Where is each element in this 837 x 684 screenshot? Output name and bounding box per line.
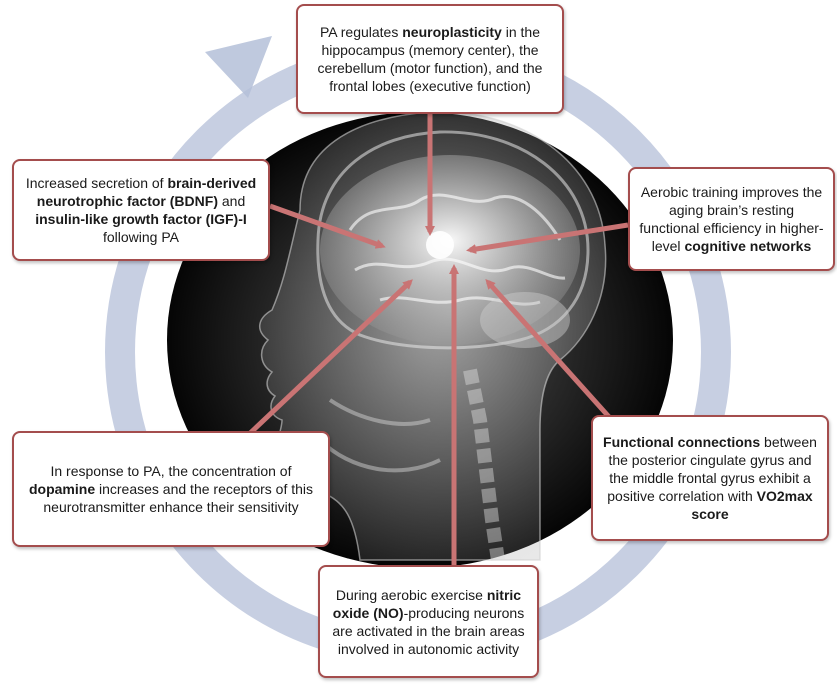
text-box-dopamine: In response to PA, the concentration of … [12,431,330,547]
bold-term: cognitive networks [684,238,811,254]
text-box-content: During aerobic exercise nitric oxide (NO… [328,586,529,658]
bold-term: neuroplasticity [402,24,502,40]
text-box-content: In response to PA, the concentration of … [22,462,320,516]
text-run: PA regulates [320,24,402,40]
bold-term: Functional connections [603,434,760,450]
text-box-nitric-oxide: During aerobic exercise nitric oxide (NO… [318,565,539,678]
text-run: Increased secretion of [26,175,168,191]
brain-focus-point [426,231,454,259]
text-run: During aerobic exercise [336,587,487,603]
text-run: following PA [103,229,179,245]
bold-term: insulin-like growth factor (IGF)-I [35,211,247,227]
text-box-content: Aerobic training improves the aging brai… [638,183,825,255]
bold-term: dopamine [29,481,95,497]
text-box-content: PA regulates neuroplasticity in the hipp… [306,23,554,95]
text-box-content: Increased secretion of brain-derived neu… [22,174,260,246]
text-box-functional-connections: Functional connections between the poste… [591,415,829,541]
text-box-bdnf: Increased secretion of brain-derived neu… [12,159,270,261]
text-run: and [218,193,245,209]
text-run: In response to PA, the concentration of [50,463,291,479]
text-box-neuroplasticity: PA regulates neuroplasticity in the hipp… [296,4,564,114]
text-box-content: Functional connections between the poste… [601,433,819,523]
text-box-cognitive-networks: Aerobic training improves the aging brai… [628,167,835,271]
